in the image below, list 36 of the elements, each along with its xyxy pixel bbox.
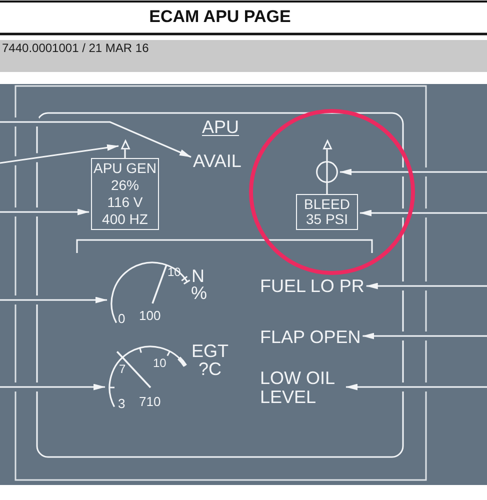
arrow — [360, 210, 487, 216]
arrow — [0, 121, 192, 158]
warning-text: FLAP OPEN — [260, 327, 361, 347]
warning-text: FUEL LO PR — [260, 276, 364, 296]
arrow — [346, 384, 487, 390]
arrow — [340, 168, 487, 176]
arrow — [362, 332, 487, 340]
arrow — [0, 384, 106, 390]
readout-heading: BLEED — [303, 197, 351, 212]
scale-number: 10 — [153, 357, 166, 369]
readout-box — [296, 194, 358, 230]
digital-readout: 710 — [139, 394, 161, 408]
status-text: AVAIL — [193, 151, 242, 171]
gauge-label: N % — [191, 268, 205, 302]
page-title: ECAM APU PAGE — [149, 6, 291, 26]
document-reference: 7440.0001001 / 21 MAR 16 — [2, 41, 149, 55]
readout-value: 35 PSI — [304, 212, 350, 226]
readout-value: 26% — [110, 177, 140, 194]
gauge-label: EGT ?C — [190, 342, 230, 378]
readout-box — [91, 158, 159, 230]
connector-line — [124, 150, 126, 158]
connector-line — [326, 150, 328, 161]
panel-heading: APU — [202, 117, 240, 137]
readout-heading: APU GEN — [92, 160, 158, 178]
connector-line — [326, 183, 328, 194]
arrow — [366, 282, 487, 290]
readout-value: 400 HZ — [101, 211, 149, 228]
digital-readout: 100 — [139, 309, 161, 322]
arrow — [0, 296, 108, 304]
scale-number: 0 — [118, 312, 126, 324]
readout-value: 116 V — [106, 194, 144, 212]
arrow — [0, 208, 90, 216]
scale-number: 7 — [119, 363, 126, 375]
scale-number: 3 — [118, 397, 126, 410]
arrow — [0, 144, 119, 164]
warning-text: LOW OIL LEVEL — [260, 369, 344, 407]
